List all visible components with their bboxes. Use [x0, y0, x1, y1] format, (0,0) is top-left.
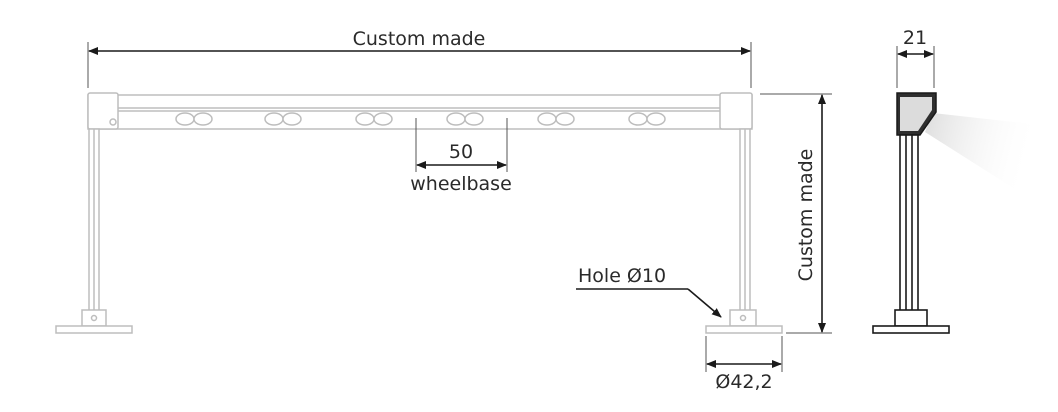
wheel: [373, 112, 393, 126]
wheel: [193, 112, 213, 126]
hole-label: Hole Ø10: [578, 265, 666, 287]
wheelbase-value: 50: [449, 141, 473, 163]
overall-height-dimension: Custom made: [760, 93, 832, 334]
wheel: [264, 112, 284, 126]
side-post: [899, 134, 919, 313]
foot-diameter-label: Ø42,2: [715, 371, 772, 393]
wheelbase-dimension: 50 wheelbase: [410, 118, 512, 195]
wheel: [646, 112, 666, 126]
wheel: [537, 112, 557, 126]
left-leg: [88, 128, 100, 313]
right-leg: [739, 128, 751, 313]
front-view: [55, 92, 783, 334]
profile-width-label: 21: [903, 27, 927, 49]
wheel: [355, 112, 375, 126]
wheel: [446, 112, 466, 126]
wheel: [628, 112, 648, 126]
left-corner-connector: [87, 92, 119, 130]
wheel: [282, 112, 302, 126]
right-corner-connector: [719, 92, 753, 130]
profile-width-dimension: 21: [896, 27, 935, 88]
wheel-pairs: [175, 112, 666, 126]
wheel: [555, 112, 575, 126]
wheel: [464, 112, 484, 126]
side-foot: [872, 309, 950, 334]
left-foot: [55, 309, 133, 334]
right-foot: [705, 309, 783, 334]
hole-callout: Hole Ø10: [576, 265, 722, 318]
foot-diameter-dimension: Ø42,2: [705, 336, 783, 393]
light-beam: [925, 113, 1040, 205]
overall-width-label: Custom made: [353, 28, 486, 50]
overall-width-dimension: Custom made: [87, 28, 752, 88]
side-view: [872, 92, 1040, 334]
wheel: [175, 112, 195, 126]
wheelbase-label: wheelbase: [410, 173, 512, 195]
overall-height-label: Custom made: [795, 149, 817, 282]
